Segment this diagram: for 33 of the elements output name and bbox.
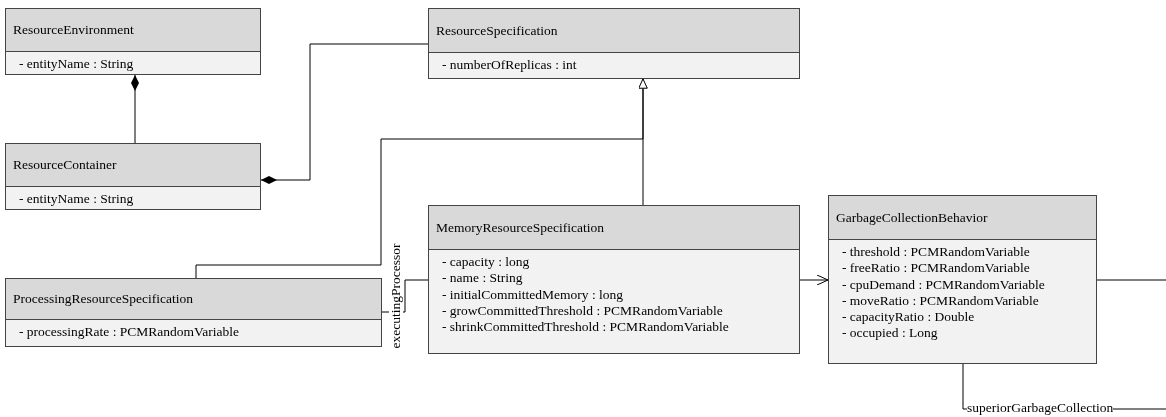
- attribute-text: - initialCommittedMemory : long: [442, 286, 625, 303]
- attribute-text: - shrinkCommittedThreshold : PCMRandomVariable: [442, 319, 730, 336]
- edge-label: superiorGarbageCollection: [967, 401, 1114, 415]
- uml-class-box: [428, 8, 800, 79]
- attribute-text: - occupied : Long: [842, 325, 939, 342]
- uml-class-box: [828, 195, 1097, 364]
- attribute-text: - name : String: [442, 270, 524, 287]
- attribute-text: - growCommittedThreshold : PCMRandomVariable: [442, 302, 724, 320]
- uml-class-box: [428, 205, 800, 354]
- attribute-text: - threshold : PCMRandomVariable: [842, 244, 1031, 261]
- class-name: MemoryResourceSpecification: [429, 206, 799, 250]
- class-name: ResourceEnvironment: [6, 9, 260, 52]
- connector: [195, 78, 648, 279]
- class-name: ResourceSpecification: [429, 9, 799, 53]
- attribute-text: - entityName : String: [19, 191, 135, 208]
- attribute-text: - cpuDemand : PCMRandomVariable: [842, 276, 1046, 293]
- edge-label: executingProcessor: [389, 241, 403, 351]
- attribute-text: - processingRate : PCMRandomVariable: [19, 324, 241, 341]
- class-name: ResourceContainer: [6, 144, 260, 187]
- connector: [260, 43, 429, 184]
- attribute-text: - capacity : long: [442, 254, 531, 271]
- class-name: ProcessingResourceSpecification: [6, 279, 381, 320]
- attribute-text: - moveRatio : PCMRandomVariable: [842, 292, 1040, 310]
- attribute-text: - entityName : String: [19, 56, 135, 73]
- attribute-text: - freeRatio : PCMRandomVariable: [842, 260, 1031, 277]
- connector: [131, 74, 139, 144]
- uml-class-box: [5, 278, 382, 347]
- class-name: GarbageCollectionBehavior: [829, 196, 1096, 240]
- attribute-text: - capacityRatio : Double: [842, 309, 976, 326]
- uml-class-box: [5, 143, 261, 210]
- attribute-text: - numberOfReplicas : int: [442, 57, 578, 74]
- connector: [799, 274, 829, 286]
- uml-class-box: [5, 8, 261, 75]
